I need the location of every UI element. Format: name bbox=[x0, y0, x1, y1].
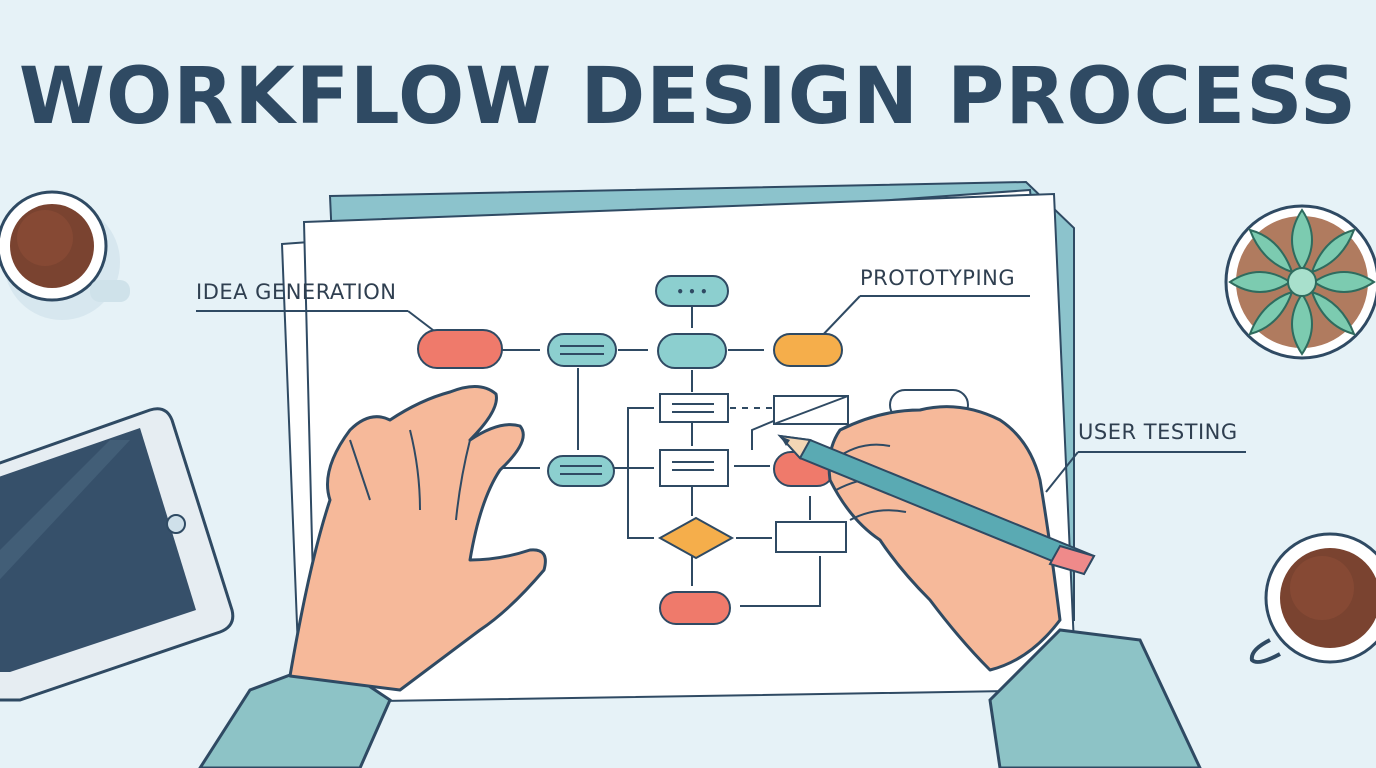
label-prototyping: PROTOTYPING bbox=[860, 266, 1016, 290]
flow-node-dots: • • • bbox=[676, 285, 707, 299]
succulent-plant bbox=[1224, 204, 1376, 360]
page-title: WORKFLOW DESIGN PROCESS bbox=[18, 52, 1358, 142]
coffee-cup-top-left bbox=[0, 190, 130, 320]
label-user-testing: USER TESTING bbox=[1078, 420, 1238, 444]
flowchart-connectors bbox=[500, 306, 821, 607]
left-hand bbox=[198, 385, 547, 768]
right-hand-with-pencil bbox=[777, 405, 1202, 768]
label-idea-generation: IDEA GENERATION bbox=[196, 280, 397, 304]
tablet-device bbox=[0, 407, 235, 702]
coffee-cup-bottom-right bbox=[1249, 532, 1376, 664]
